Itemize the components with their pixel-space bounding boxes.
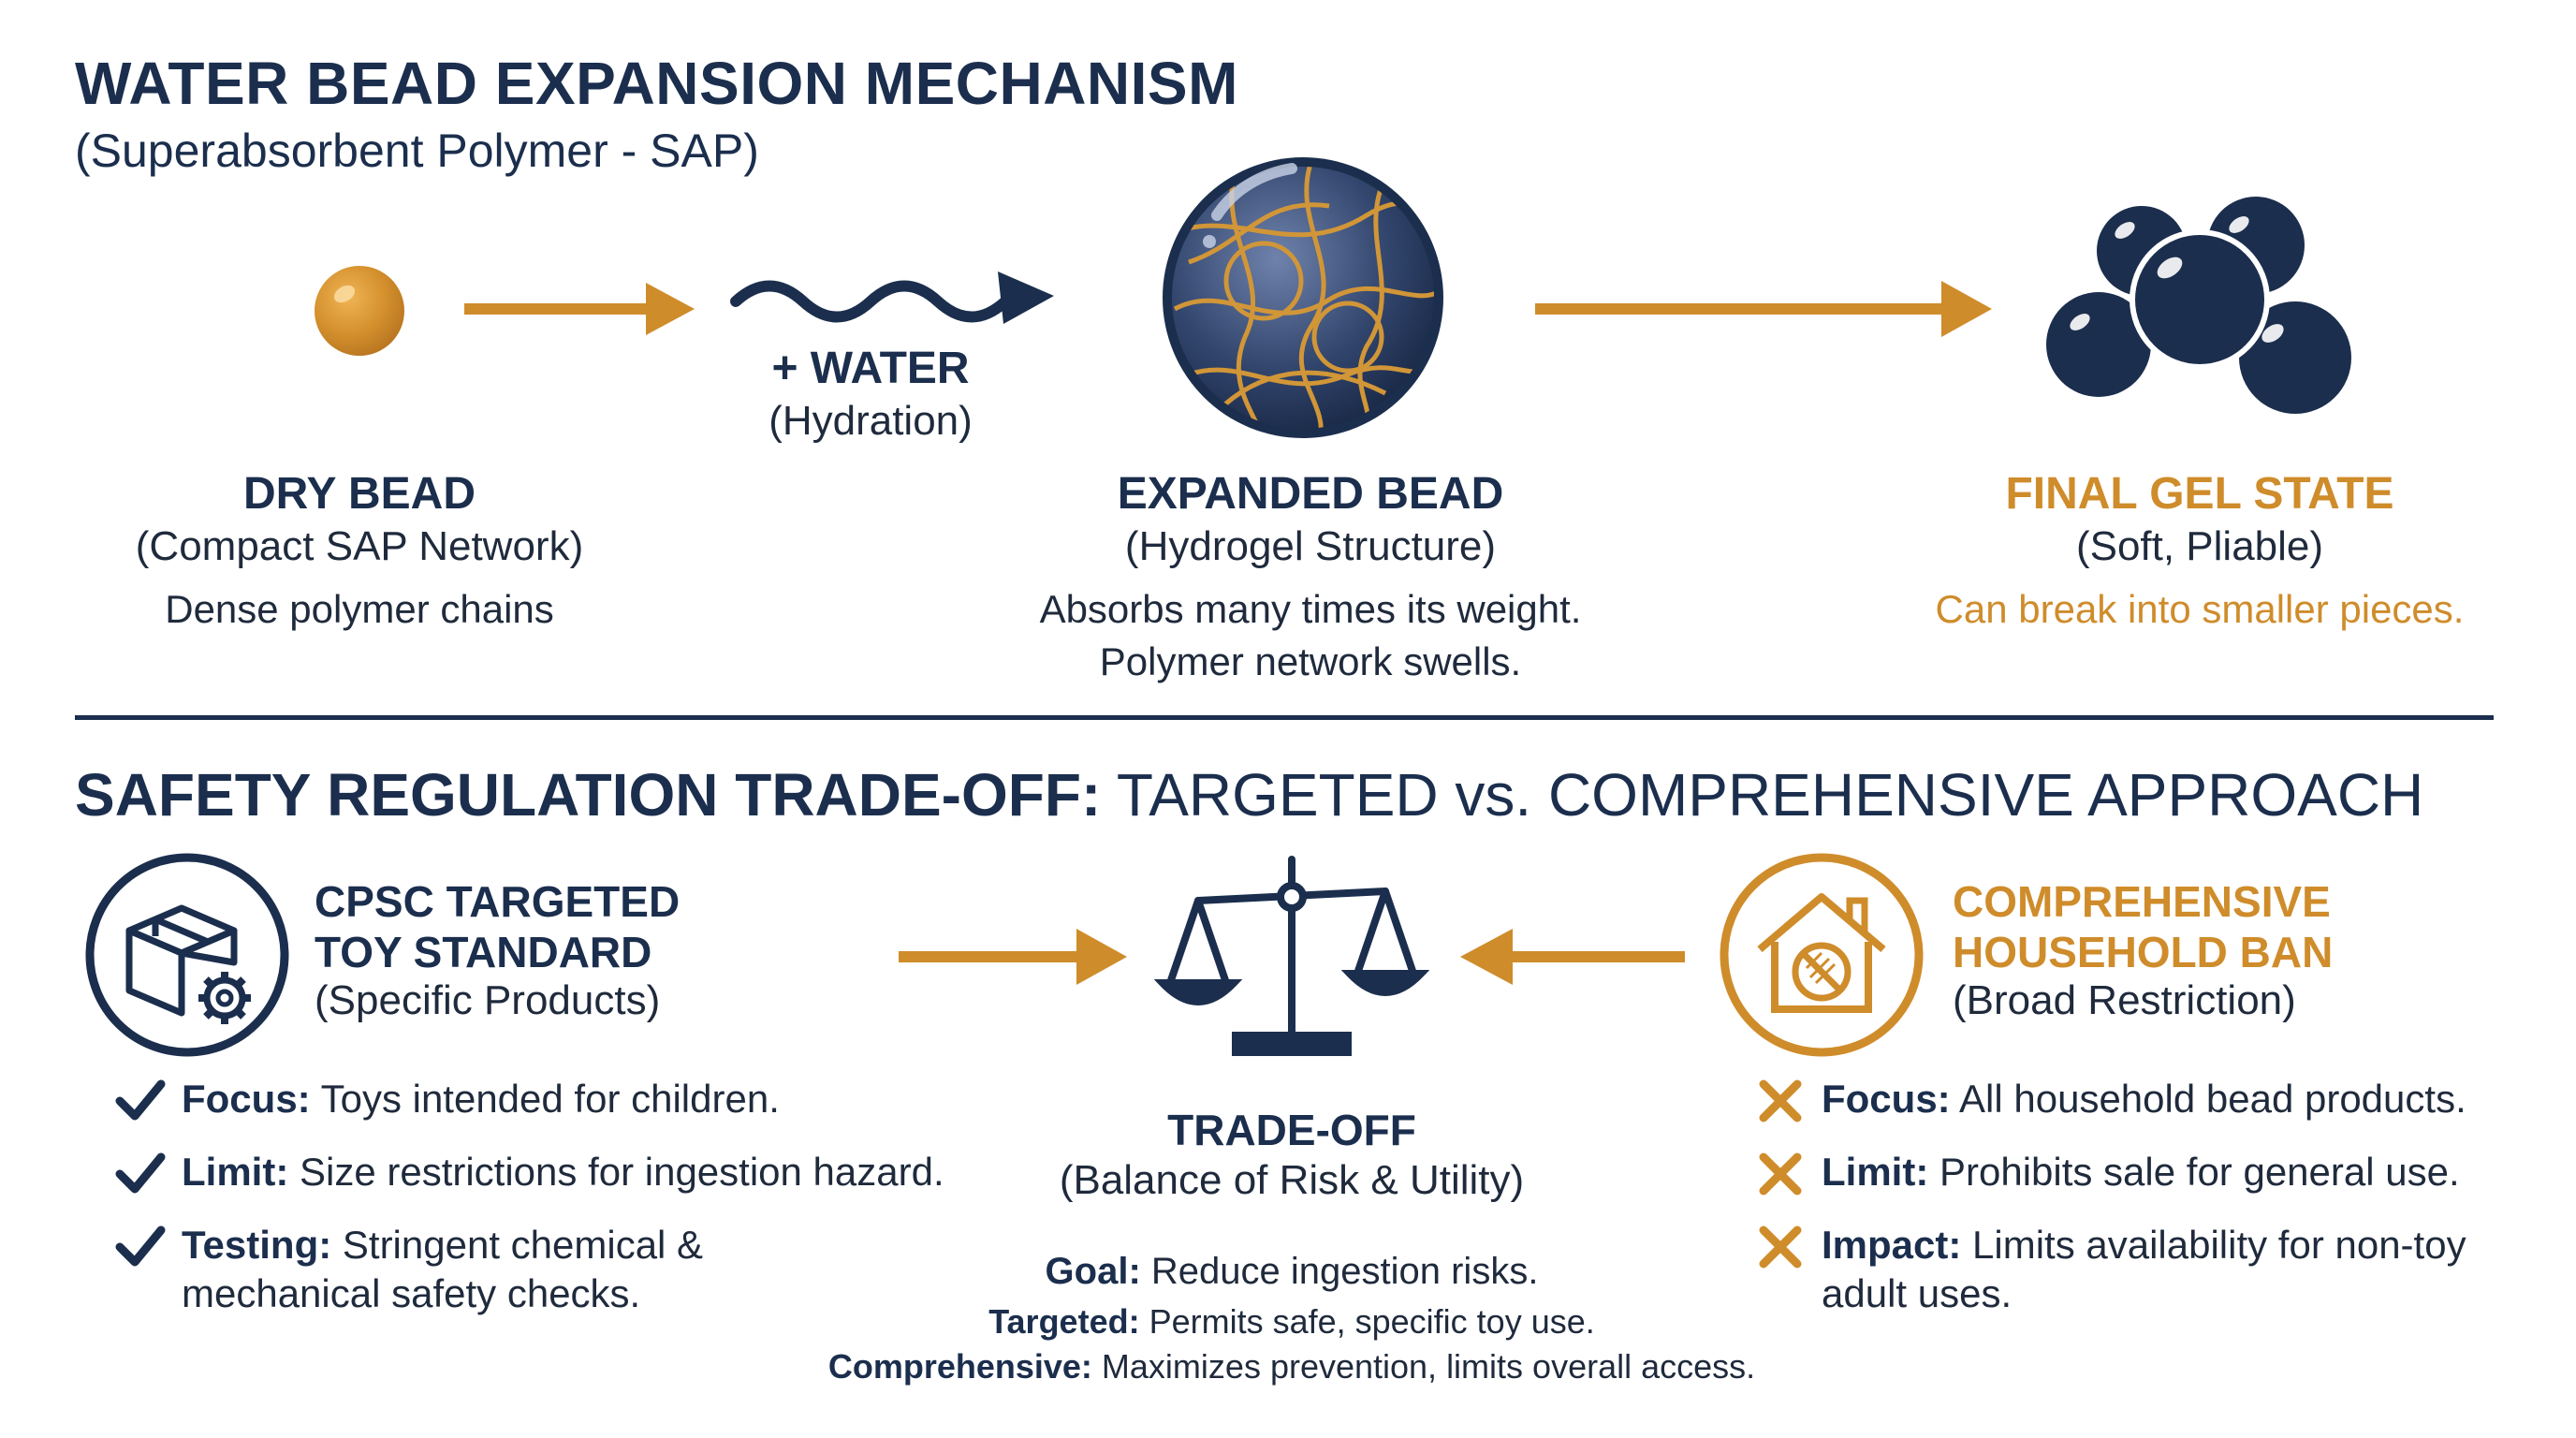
tradeoff-diagram bbox=[85, 853, 1924, 1057]
page-subtitle: (Superabsorbent Polymer - SAP) bbox=[75, 125, 759, 177]
item-label: Limit: bbox=[182, 1150, 289, 1194]
mechanism-diagram bbox=[315, 157, 2351, 438]
page-title: WATER BEAD EXPANSION MECHANISM bbox=[75, 50, 1238, 117]
item-text: Toys intended for children. bbox=[310, 1077, 780, 1121]
cpsc-items-list: Focus: Toys intended for children. Limit… bbox=[115, 1075, 987, 1318]
tradeoff-title: TRADE-OFF bbox=[1167, 1106, 1416, 1154]
item-text: Stringent chemical & bbox=[331, 1223, 704, 1267]
stage-description: Polymer network swells. bbox=[1099, 639, 1522, 683]
tradeoff-heading: SAFETY REGULATION TRADE-OFF: TARGETED vs… bbox=[75, 760, 2423, 829]
comprehensive-line: Comprehensive: Maximizes prevention, lim… bbox=[730, 1347, 1853, 1387]
stage-description: Can break into smaller pieces. bbox=[1935, 587, 2465, 631]
list-item: Impact: Limits availability for non-toy … bbox=[1759, 1221, 2533, 1318]
stage-subtitle: (Soft, Pliable) bbox=[2075, 523, 2324, 569]
house-ban-icon bbox=[1720, 853, 1924, 1057]
x-mark-icon bbox=[1759, 1079, 1802, 1123]
stage-expanded-bead: EXPANDED BEAD (Hydrogel Structure) Absor… bbox=[973, 468, 1647, 688]
water-wave-icon bbox=[730, 271, 1054, 324]
dry-bead-icon bbox=[315, 266, 404, 356]
targeted-text: Permits safe, specific toy use. bbox=[1139, 1302, 1595, 1341]
gel-beads-cluster-icon bbox=[2046, 197, 2351, 414]
household-ban-card-header: COMPREHENSIVE HOUSEHOLD BAN (Broad Restr… bbox=[1953, 876, 2333, 1024]
tradeoff-center: TRADE-OFF (Balance of Risk & Utility) bbox=[936, 1105, 1647, 1204]
water-label: + WATER bbox=[771, 344, 970, 393]
item-text: Size restrictions for ingestion hazard. bbox=[288, 1150, 944, 1194]
arrow-right-icon bbox=[464, 283, 695, 335]
tradeoff-notes: Goal: Reduce ingestion risks. Targeted: … bbox=[730, 1251, 1853, 1387]
section-divider bbox=[75, 715, 2494, 720]
x-mark-icon bbox=[1759, 1225, 1802, 1269]
item-text: adult uses. bbox=[1822, 1271, 2012, 1315]
item-label: Impact: bbox=[1822, 1223, 1962, 1267]
tradeoff-subtitle: (Balance of Risk & Utility) bbox=[1059, 1157, 1525, 1203]
cpsc-card-header: CPSC TARGETED TOY STANDARD (Specific Pro… bbox=[315, 876, 680, 1024]
list-item: Focus: Toys intended for children. bbox=[115, 1075, 987, 1123]
stage-subtitle: (Compact SAP Network) bbox=[135, 523, 584, 569]
x-mark-icon bbox=[1759, 1152, 1802, 1196]
goal-line: Goal: Reduce ingestion risks. bbox=[730, 1251, 1853, 1293]
list-item: Limit: Prohibits sale for general use. bbox=[1759, 1148, 2533, 1196]
list-item: Testing: Stringent chemical & mechanical… bbox=[115, 1221, 987, 1318]
list-item: Limit: Size restrictions for ingestion h… bbox=[115, 1148, 987, 1196]
water-sublabel: (Hydration) bbox=[768, 398, 973, 444]
card-subtitle: (Specific Products) bbox=[315, 977, 661, 1023]
expanded-bead-icon bbox=[1163, 157, 1443, 438]
stage-description: Dense polymer chains bbox=[165, 587, 554, 631]
goal-text: Reduce ingestion risks. bbox=[1140, 1251, 1539, 1292]
household-ban-items-list: Focus: All household bead products. Limi… bbox=[1759, 1075, 2533, 1318]
item-text: mechanical safety checks. bbox=[182, 1271, 641, 1315]
comprehensive-text: Maximizes prevention, limits overall acc… bbox=[1091, 1347, 1756, 1386]
stage-description: Absorbs many times its weight. bbox=[1039, 587, 1582, 631]
box-gear-icon bbox=[85, 853, 289, 1057]
comprehensive-label: Comprehensive: bbox=[827, 1347, 1092, 1386]
stage-title: EXPANDED BEAD bbox=[1117, 469, 1504, 519]
arrow-right-icon-2 bbox=[1535, 281, 1992, 337]
stage-title: DRY BEAD bbox=[242, 469, 476, 519]
checkmark-icon bbox=[115, 1225, 166, 1267]
checkmark-icon bbox=[115, 1079, 166, 1121]
item-text: All household bead products. bbox=[1950, 1077, 2466, 1121]
tradeoff-heading-bold: SAFETY REGULATION TRADE-OFF: bbox=[75, 761, 1102, 829]
item-text: Limits availability for non-toy bbox=[1961, 1223, 2466, 1267]
goal-label: Goal: bbox=[1045, 1251, 1141, 1292]
card-title: TOY STANDARD bbox=[315, 928, 652, 976]
checkmark-icon bbox=[115, 1152, 166, 1194]
stage-final-gel: FINAL GEL STATE (Soft, Pliable) Can brea… bbox=[1891, 468, 2509, 636]
stage-title: FINAL GEL STATE bbox=[2005, 469, 2394, 519]
card-subtitle: (Broad Restriction) bbox=[1953, 977, 2296, 1023]
card-title: HOUSEHOLD BAN bbox=[1953, 928, 2334, 976]
item-label: Testing: bbox=[182, 1223, 332, 1267]
list-item: Focus: All household bead products. bbox=[1759, 1075, 2533, 1123]
arrow-left-icon bbox=[1460, 929, 1685, 985]
stage-subtitle: (Hydrogel Structure) bbox=[1124, 523, 1497, 569]
item-label: Limit: bbox=[1822, 1150, 1929, 1194]
card-title: COMPREHENSIVE bbox=[1953, 877, 2331, 926]
item-label: Focus: bbox=[182, 1077, 311, 1121]
item-label: Focus: bbox=[1822, 1077, 1951, 1121]
targeted-line: Targeted: Permits safe, specific toy use… bbox=[730, 1302, 1853, 1342]
tradeoff-heading-rest: TARGETED vs. COMPREHENSIVE APPROACH bbox=[1101, 761, 2424, 829]
item-text: Prohibits sale for general use. bbox=[1928, 1150, 2460, 1194]
arrow-right-icon-3 bbox=[899, 929, 1127, 985]
stage-dry-bead: DRY BEAD (Compact SAP Network) Dense pol… bbox=[79, 468, 640, 636]
balance-scale-icon bbox=[1153, 856, 1430, 1056]
targeted-label: Targeted: bbox=[988, 1302, 1140, 1341]
card-title: CPSC TARGETED bbox=[315, 877, 681, 926]
